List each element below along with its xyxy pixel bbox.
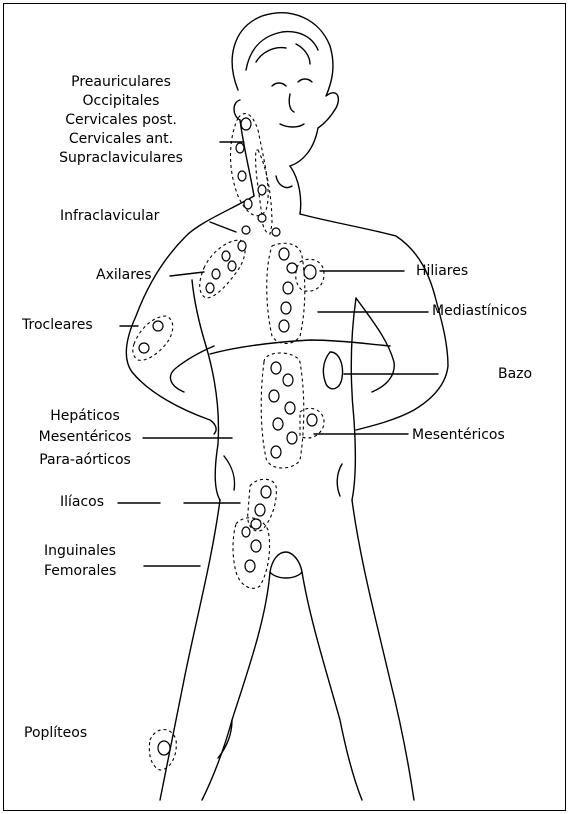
lymph-node — [258, 214, 266, 222]
lymph-node — [139, 343, 149, 353]
lymph-node — [271, 446, 281, 458]
hair-outline — [246, 32, 318, 70]
groin — [270, 552, 302, 578]
label-trocleares: Trocleares — [22, 316, 93, 335]
label-mesentericos-left: Mesentéricos — [10, 428, 160, 447]
lymph-node — [206, 283, 214, 293]
lymph-node — [258, 185, 266, 195]
body-head-outline — [232, 13, 338, 166]
lymph-node — [228, 261, 236, 271]
label-hepaticos: Hepáticos — [10, 407, 160, 426]
hair-strands — [256, 44, 310, 64]
lymph-node — [244, 199, 252, 209]
label-axilares: Axilares — [96, 266, 152, 285]
left-axilla — [192, 280, 206, 346]
lymph-node — [251, 540, 261, 552]
right-leg-outer — [352, 500, 414, 800]
lymph-node — [279, 248, 289, 260]
lymph-node — [222, 251, 230, 261]
lymph-node — [279, 320, 289, 332]
lymph-node — [281, 302, 291, 314]
lymph-node — [269, 390, 279, 402]
lymph-node — [287, 432, 297, 444]
paraaortic-region — [261, 353, 304, 468]
lymph-node — [212, 269, 220, 279]
label-bazo: Bazo — [498, 365, 532, 384]
label-femorales: Femorales — [44, 562, 116, 581]
spleen-shape — [323, 352, 342, 389]
leader-infraclavicular — [210, 222, 236, 232]
chest-line — [210, 340, 390, 354]
inguinal-region — [233, 518, 270, 589]
torso-right-side — [351, 298, 356, 500]
leader-axilares — [170, 272, 204, 276]
label-hiliares: Hiliares — [416, 262, 468, 281]
lymph-node — [242, 527, 250, 537]
lymph-node — [273, 418, 283, 430]
label-cervicales-ant: Cervicales ant. — [36, 130, 206, 149]
label-cervicales-post: Cervicales post. — [36, 111, 206, 130]
lymph-node — [307, 414, 317, 426]
face-features — [272, 79, 312, 127]
lymph-node — [242, 226, 250, 234]
hip-curves — [224, 456, 342, 496]
label-mediastinicos: Mediastínicos — [432, 302, 527, 321]
lymph-node — [261, 486, 271, 498]
label-iliacos: Ilíacos — [60, 493, 104, 512]
lymph-node — [241, 118, 251, 130]
right-leg-inner — [302, 572, 362, 800]
label-preauriculares: Preauriculares — [36, 73, 206, 92]
lymph-node — [272, 228, 280, 236]
label-supraclaviculares: Supraclaviculares — [36, 149, 206, 168]
lymph-node — [271, 362, 281, 374]
lymph-node — [283, 374, 293, 386]
label-inguinales: Inguinales — [44, 542, 116, 561]
lymph-node — [236, 143, 244, 153]
lymph-node — [283, 282, 293, 294]
lymph-node — [285, 402, 295, 414]
label-popliteos: Poplíteos — [24, 724, 87, 743]
lymph-node — [251, 519, 261, 529]
label-mesentericos-right: Mesentéricos — [412, 426, 505, 445]
lymph-node — [245, 560, 255, 572]
trochlear-region — [133, 316, 173, 360]
trachea — [276, 176, 292, 188]
label-infraclavicular: Infraclavicular — [60, 207, 159, 226]
label-para-aorticos: Para-aórticos — [10, 451, 160, 470]
left-leg-outer — [160, 500, 220, 800]
lymph-node — [153, 321, 163, 331]
lymph-node — [238, 171, 246, 181]
lymph-node — [304, 265, 316, 279]
label-occipitales: Occipitales — [36, 92, 206, 111]
lymph-node — [238, 241, 246, 251]
lymph-node — [287, 263, 297, 273]
lymph-node — [255, 504, 265, 516]
lymph-node — [158, 741, 170, 755]
left-leg-inner — [202, 572, 270, 800]
